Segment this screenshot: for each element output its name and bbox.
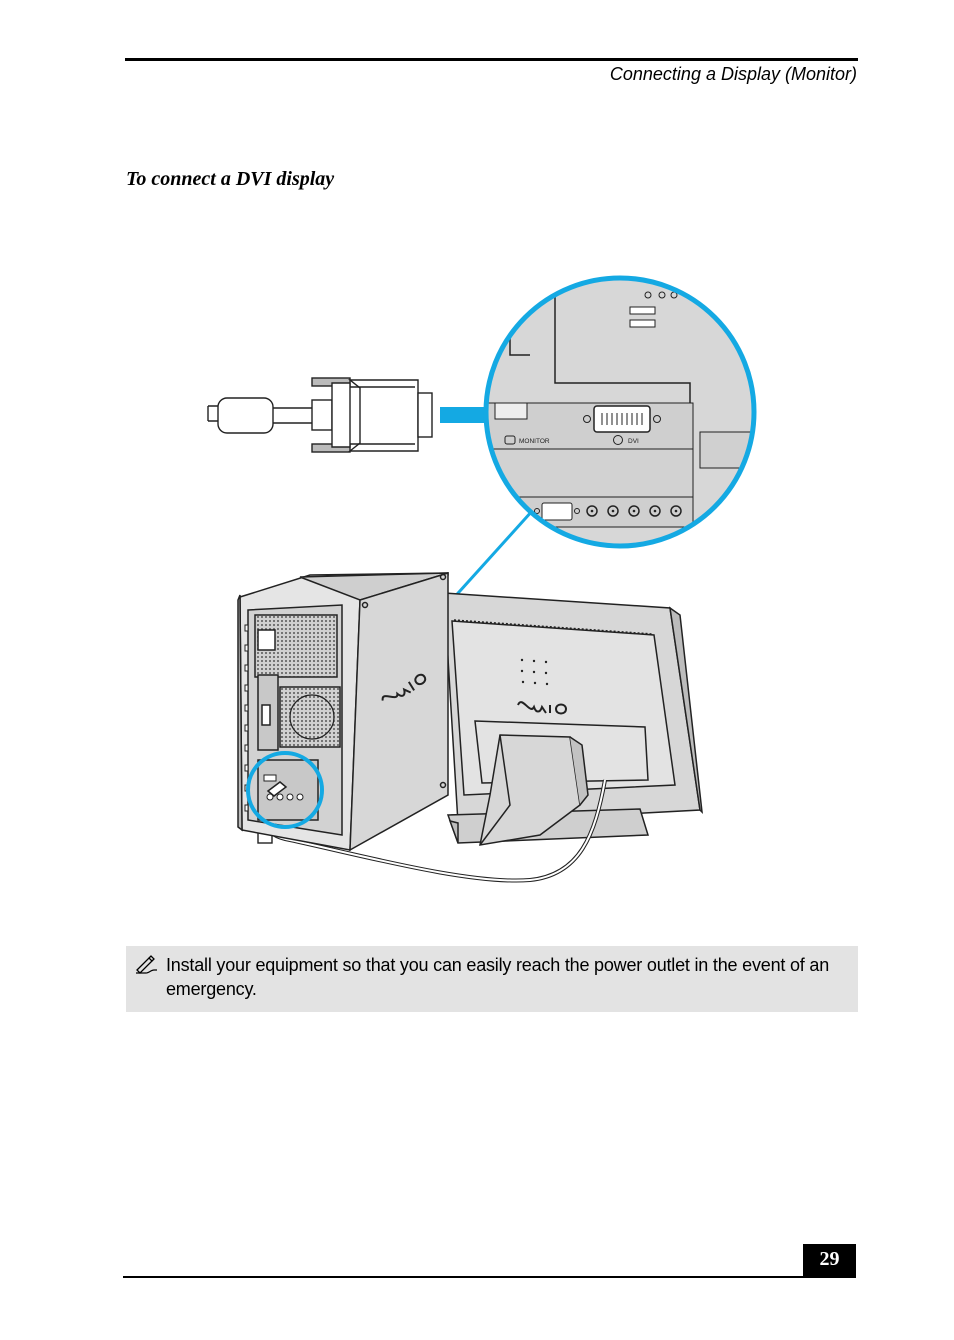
dvi-connection-illustration: MONITOR DVI	[207, 275, 757, 883]
pc-tower	[237, 571, 449, 852]
note-box: Install your equipment so that you can e…	[126, 946, 858, 1012]
magnifier-circle	[483, 275, 757, 549]
pencil-note-icon	[136, 955, 157, 974]
dvi-cable-connector	[207, 377, 433, 453]
header-rule	[125, 58, 858, 61]
running-header: Connecting a Display (Monitor)	[609, 64, 857, 84]
footer-rule	[123, 1276, 856, 1278]
magnified-port-panel: MONITOR DVI	[486, 278, 754, 546]
section-title: To connect a DVI display	[126, 168, 335, 190]
monitor-port-label: MONITOR	[519, 438, 550, 445]
note-text: Install your equipment so that you can e…	[166, 955, 830, 999]
dvi-port-label: DVI	[628, 438, 639, 445]
pc-port-callout	[246, 751, 324, 829]
page-number: 29	[803, 1244, 856, 1277]
lcd-monitor-back	[443, 592, 703, 846]
